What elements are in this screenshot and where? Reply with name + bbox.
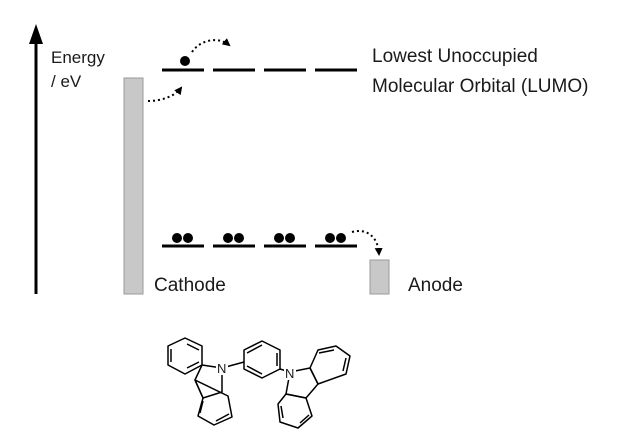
right-carbazole-upper-ring bbox=[309, 345, 351, 385]
bond bbox=[280, 405, 284, 419]
homo-electron bbox=[172, 233, 182, 243]
lumo-label-line2: Molecular Orbital (LUMO) bbox=[372, 76, 588, 97]
left-carbazole-upper-ring bbox=[167, 337, 203, 375]
cathode-label: Cathode bbox=[154, 275, 226, 296]
lumo-label-line1: Lowest Unoccupied bbox=[372, 46, 538, 67]
energy-axis: Energy / eV bbox=[29, 24, 105, 294]
homo-electron bbox=[223, 233, 233, 243]
cathode-electrode bbox=[123, 77, 144, 295]
homo-electron bbox=[325, 233, 335, 243]
homo-electron bbox=[183, 233, 193, 243]
axis-label-energy: Energy bbox=[51, 48, 105, 67]
bond bbox=[299, 414, 310, 424]
bond bbox=[342, 357, 347, 372]
bond bbox=[246, 365, 263, 375]
electron-pairs bbox=[172, 233, 346, 243]
bond bbox=[215, 413, 230, 422]
energy-axis-arrowhead bbox=[29, 24, 43, 44]
nitrogen-label-bg bbox=[216, 361, 228, 375]
homo-electron bbox=[274, 233, 284, 243]
molecule-structure bbox=[167, 337, 351, 429]
bond bbox=[318, 349, 335, 354]
homo-electron bbox=[234, 233, 244, 243]
bond bbox=[246, 344, 263, 354]
right-carbazole-lower-ring bbox=[277, 393, 313, 429]
homo-electron bbox=[285, 233, 295, 243]
nitrogen-label: N bbox=[285, 366, 294, 381]
homo-electron bbox=[336, 233, 346, 243]
electron-hop-arrow bbox=[191, 38, 231, 53]
left-carbazole-lower-ring bbox=[194, 379, 233, 426]
hole-extraction-arrow bbox=[351, 230, 383, 256]
nitrogen-label-bg bbox=[284, 366, 296, 380]
anode-label: Anode bbox=[408, 275, 463, 296]
axis-label-unit: / eV bbox=[51, 72, 82, 91]
anode-electrode bbox=[369, 259, 390, 295]
central-benzene-ring bbox=[243, 340, 281, 379]
lumo-electron bbox=[180, 56, 190, 66]
nitrogen-label: N bbox=[217, 361, 226, 376]
bond bbox=[186, 361, 200, 369]
right-carbazole-five-ring bbox=[285, 367, 319, 399]
electron-injection-arrow bbox=[147, 86, 183, 102]
bond bbox=[199, 400, 204, 414]
bond bbox=[186, 343, 200, 351]
